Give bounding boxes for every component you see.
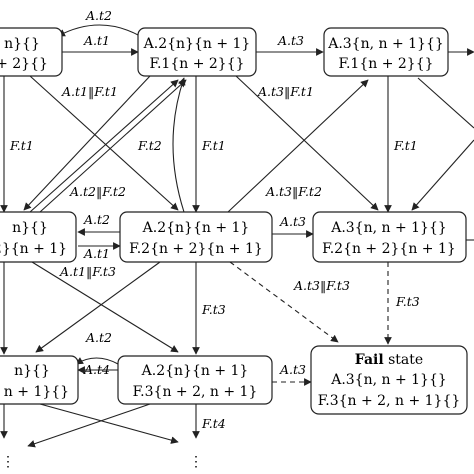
label-r1-at3: A.t3: [279, 214, 306, 229]
fail-state-line1: A.3{n, n + 1}{}: [330, 372, 447, 388]
node-r2c0-line2: , n + 1}{}: [0, 384, 69, 400]
label-dash-t3-ft3: A.t3‖F.t3: [293, 278, 350, 293]
label-r2-at4: A.t4: [83, 362, 110, 377]
node-r0c1-line1: A.2{n}{n + 1}: [143, 36, 251, 52]
label-top-at2: A.t2: [85, 8, 112, 23]
node-r1c0-line1: n}{}: [12, 220, 48, 236]
node-r0c2: A.3{n, n + 1}{} F.1{n + 2}{}: [323, 27, 449, 77]
ellipsis-left: ⋮: [1, 454, 15, 470]
fail-state-title-rest: state: [384, 352, 424, 368]
label-r1-at1: A.t1: [83, 246, 110, 261]
label-r1-t1-ft3: A.t1‖F.t3: [59, 264, 116, 279]
label-top-at3: A.t3: [277, 33, 304, 48]
node-r1c2-line2: F.2{n + 2}{n + 1}: [322, 241, 456, 257]
fail-state-title: Fail state: [355, 352, 423, 368]
node-r2c0-line1: n}{}: [14, 363, 50, 379]
node-r0c1: A.2{n}{n + 1} F.1{n + 2}{}: [137, 27, 257, 77]
node-r0c0: n}{} + 2}{}: [0, 27, 63, 77]
fail-state-line2: F.3{n + 2, n + 1}{}: [318, 393, 461, 409]
node-r0c2-line2: F.1{n + 2}{}: [338, 56, 433, 72]
node-r1c0-line2: 2}{n + 1}: [0, 241, 67, 257]
node-r2c1-line1: A.2{n}{n + 1}: [141, 363, 249, 379]
fail-state-title-bold: Fail: [355, 352, 384, 368]
edge-diag-r2c1-down-left: [27, 403, 151, 448]
edge-diag-r0c1-r1c0: [23, 75, 151, 211]
edge-r2-at4: [75, 357, 119, 365]
label-ft1-mid: F.t1: [201, 138, 226, 153]
label-ft3-mid: F.t3: [201, 302, 226, 317]
ellipsis-mid: ⋮: [189, 454, 203, 470]
edge-diag-r1c1-r0c2: [227, 79, 369, 213]
edge-diag-r0c1-r1c2: [235, 75, 379, 211]
label-r2-at3: A.t3: [279, 362, 306, 377]
label-ft4: F.t4: [201, 416, 226, 431]
edge-diag-r1c0-r2c1: [31, 261, 179, 353]
edge-diag-r0c0-r1c1: [29, 75, 179, 211]
label-r1-at2: A.t2: [83, 212, 110, 227]
node-r1c2-line1: A.3{n, n + 1}{}: [330, 220, 447, 236]
label-r1-t2-par: A.t2‖F.t2: [69, 184, 126, 199]
edge-diag-r0c2-right: [417, 77, 474, 129]
label-r0-c2-par: A.t3‖F.t1: [257, 84, 314, 99]
label-top-at1: A.t1: [83, 33, 110, 48]
node-r0c1-line2: F.1{n + 2}{}: [149, 56, 244, 72]
edge-diag-r1c0-r0c1-a: [29, 79, 179, 213]
edge-diag-right-r1c2: [411, 139, 474, 211]
node-r0c0-line2: + 2}{}: [0, 56, 48, 72]
node-r0c0-line1: n}{}: [4, 36, 40, 52]
node-r1c0: n}{} 2}{n + 1}: [0, 211, 77, 263]
node-r1c1-line2: F.2{n + 2}{n + 1}: [129, 241, 263, 257]
label-r2-at2: A.t2: [85, 330, 112, 345]
edge-ft2-up-curve: [172, 77, 186, 213]
label-r0-c0-par: A.t1‖F.t1: [61, 84, 118, 99]
node-r1c1: A.2{n}{n + 1} F.2{n + 2}{n + 1}: [119, 211, 273, 263]
edge-top-at2: [57, 24, 141, 37]
node-r0c2-line1: A.3{n, n + 1}{}: [327, 36, 444, 52]
edge-diag-r1c1-r2c0: [35, 261, 161, 353]
label-ft2-mid: F.t2: [137, 138, 162, 153]
node-r2c0: n}{} , n + 1}{}: [0, 355, 79, 405]
edge-diag-r1c0-r0c1-b: [39, 79, 187, 213]
node-r1c1-line1: A.2{n}{n + 1}: [142, 220, 250, 236]
edge-diag-r2c0-down-right: [39, 403, 179, 444]
node-r2c1-line2: F.3{n + 2, n + 1}: [133, 384, 258, 400]
label-r1-t3-par: A.t3‖F.t2: [265, 184, 322, 199]
node-r2c1: A.2{n}{n + 1} F.3{n + 2, n + 1}: [117, 355, 273, 405]
node-fail-state: Fail state A.3{n, n + 1}{} F.3{n + 2, n …: [310, 345, 468, 415]
node-r1c2: A.3{n, n + 1}{} F.2{n + 2}{n + 1}: [312, 211, 467, 263]
label-ft1-right: F.t1: [393, 138, 418, 153]
label-ft1-left: F.t1: [9, 138, 34, 153]
label-ft3-right: F.t3: [395, 294, 420, 309]
edge-dash-r1c1-fail: [229, 261, 339, 343]
